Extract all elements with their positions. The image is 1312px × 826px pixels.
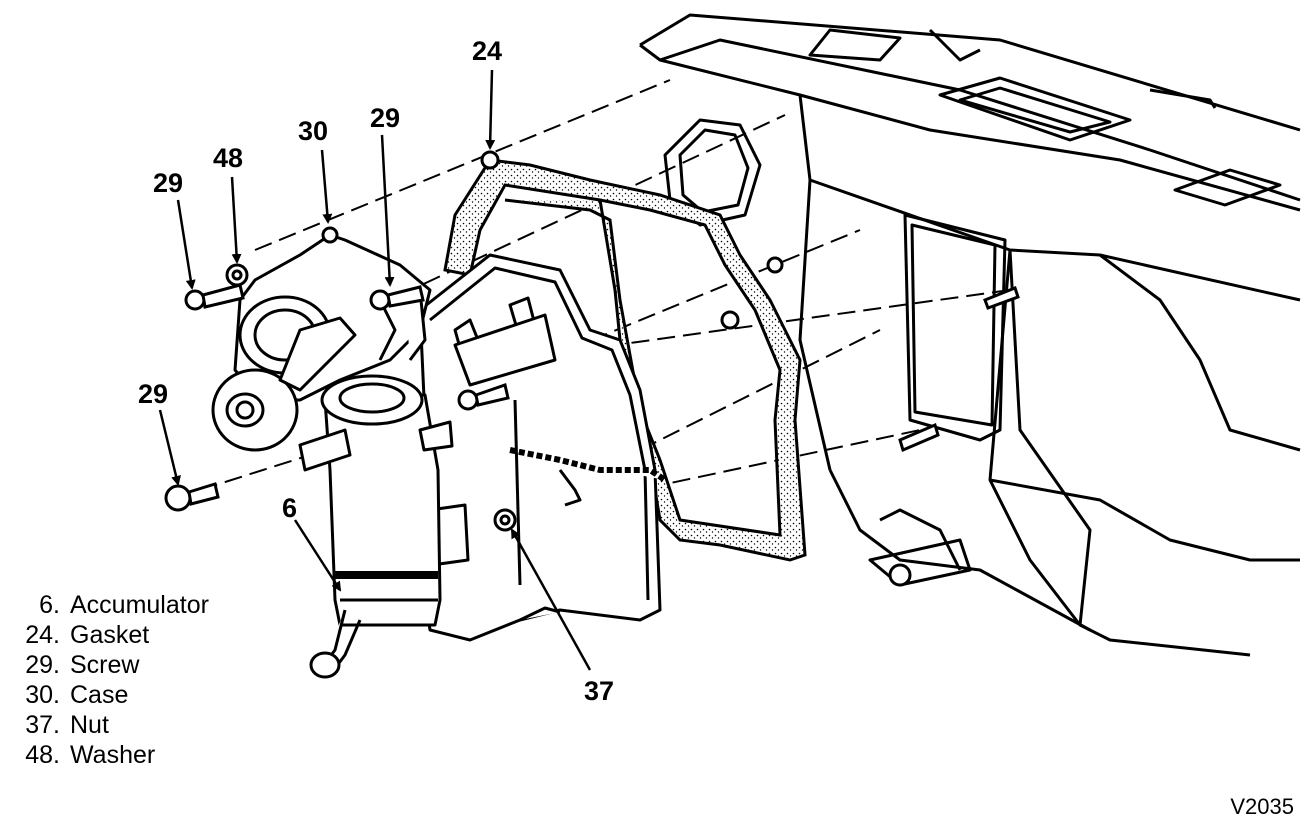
legend-label: Accumulator [70,591,209,619]
screw-upper-left [184,283,245,311]
callout-6: 6 [282,493,297,523]
screw-lower-left [164,482,220,512]
legend-label: Case [70,681,129,709]
figure-id: V2035 [1230,794,1294,819]
legend-item: 48. Washer [8,740,209,770]
stud-right [898,286,1020,453]
legend-item: 37. Nut [8,710,209,740]
callout-48: 48 [213,143,243,173]
legend-number: 6. [39,591,60,619]
legend-item: 30. Case [8,680,209,710]
callout-30: 30 [298,116,328,146]
legend-number: 37. [25,711,60,739]
legend-number: 29. [25,651,60,679]
legend-item: 29. Screw [8,650,209,680]
callout-labels: 24 30 29 48 29 29 6 37 [138,36,614,706]
legend-number: 24. [25,621,60,649]
callout-37: 37 [584,676,614,706]
washer [225,263,249,287]
legend-label: Washer [70,741,156,769]
screw-upper [369,285,425,311]
fasteners [164,256,1020,587]
nut [493,508,517,532]
screw-case [457,383,510,411]
legend-label: Screw [70,651,140,679]
callout-29-lower: 29 [138,379,168,409]
leader-arrows [158,69,592,671]
legend-label: Gasket [70,621,150,649]
accumulator [298,288,454,679]
legend-item: 6. Accumulator [8,590,209,620]
evaporator-case [418,253,667,642]
legend-label: Nut [70,711,109,739]
legend-number: 48. [25,741,60,769]
parts-legend: 6. Accumulator 24. Gasket 29. Screw 30. … [8,590,209,770]
firewall-body [639,13,1301,657]
legend-number: 30. [25,681,60,709]
callout-29-top: 29 [370,103,400,133]
callout-29-left: 29 [153,168,183,198]
legend-item: 24. Gasket [8,620,209,650]
callout-24: 24 [472,36,502,66]
